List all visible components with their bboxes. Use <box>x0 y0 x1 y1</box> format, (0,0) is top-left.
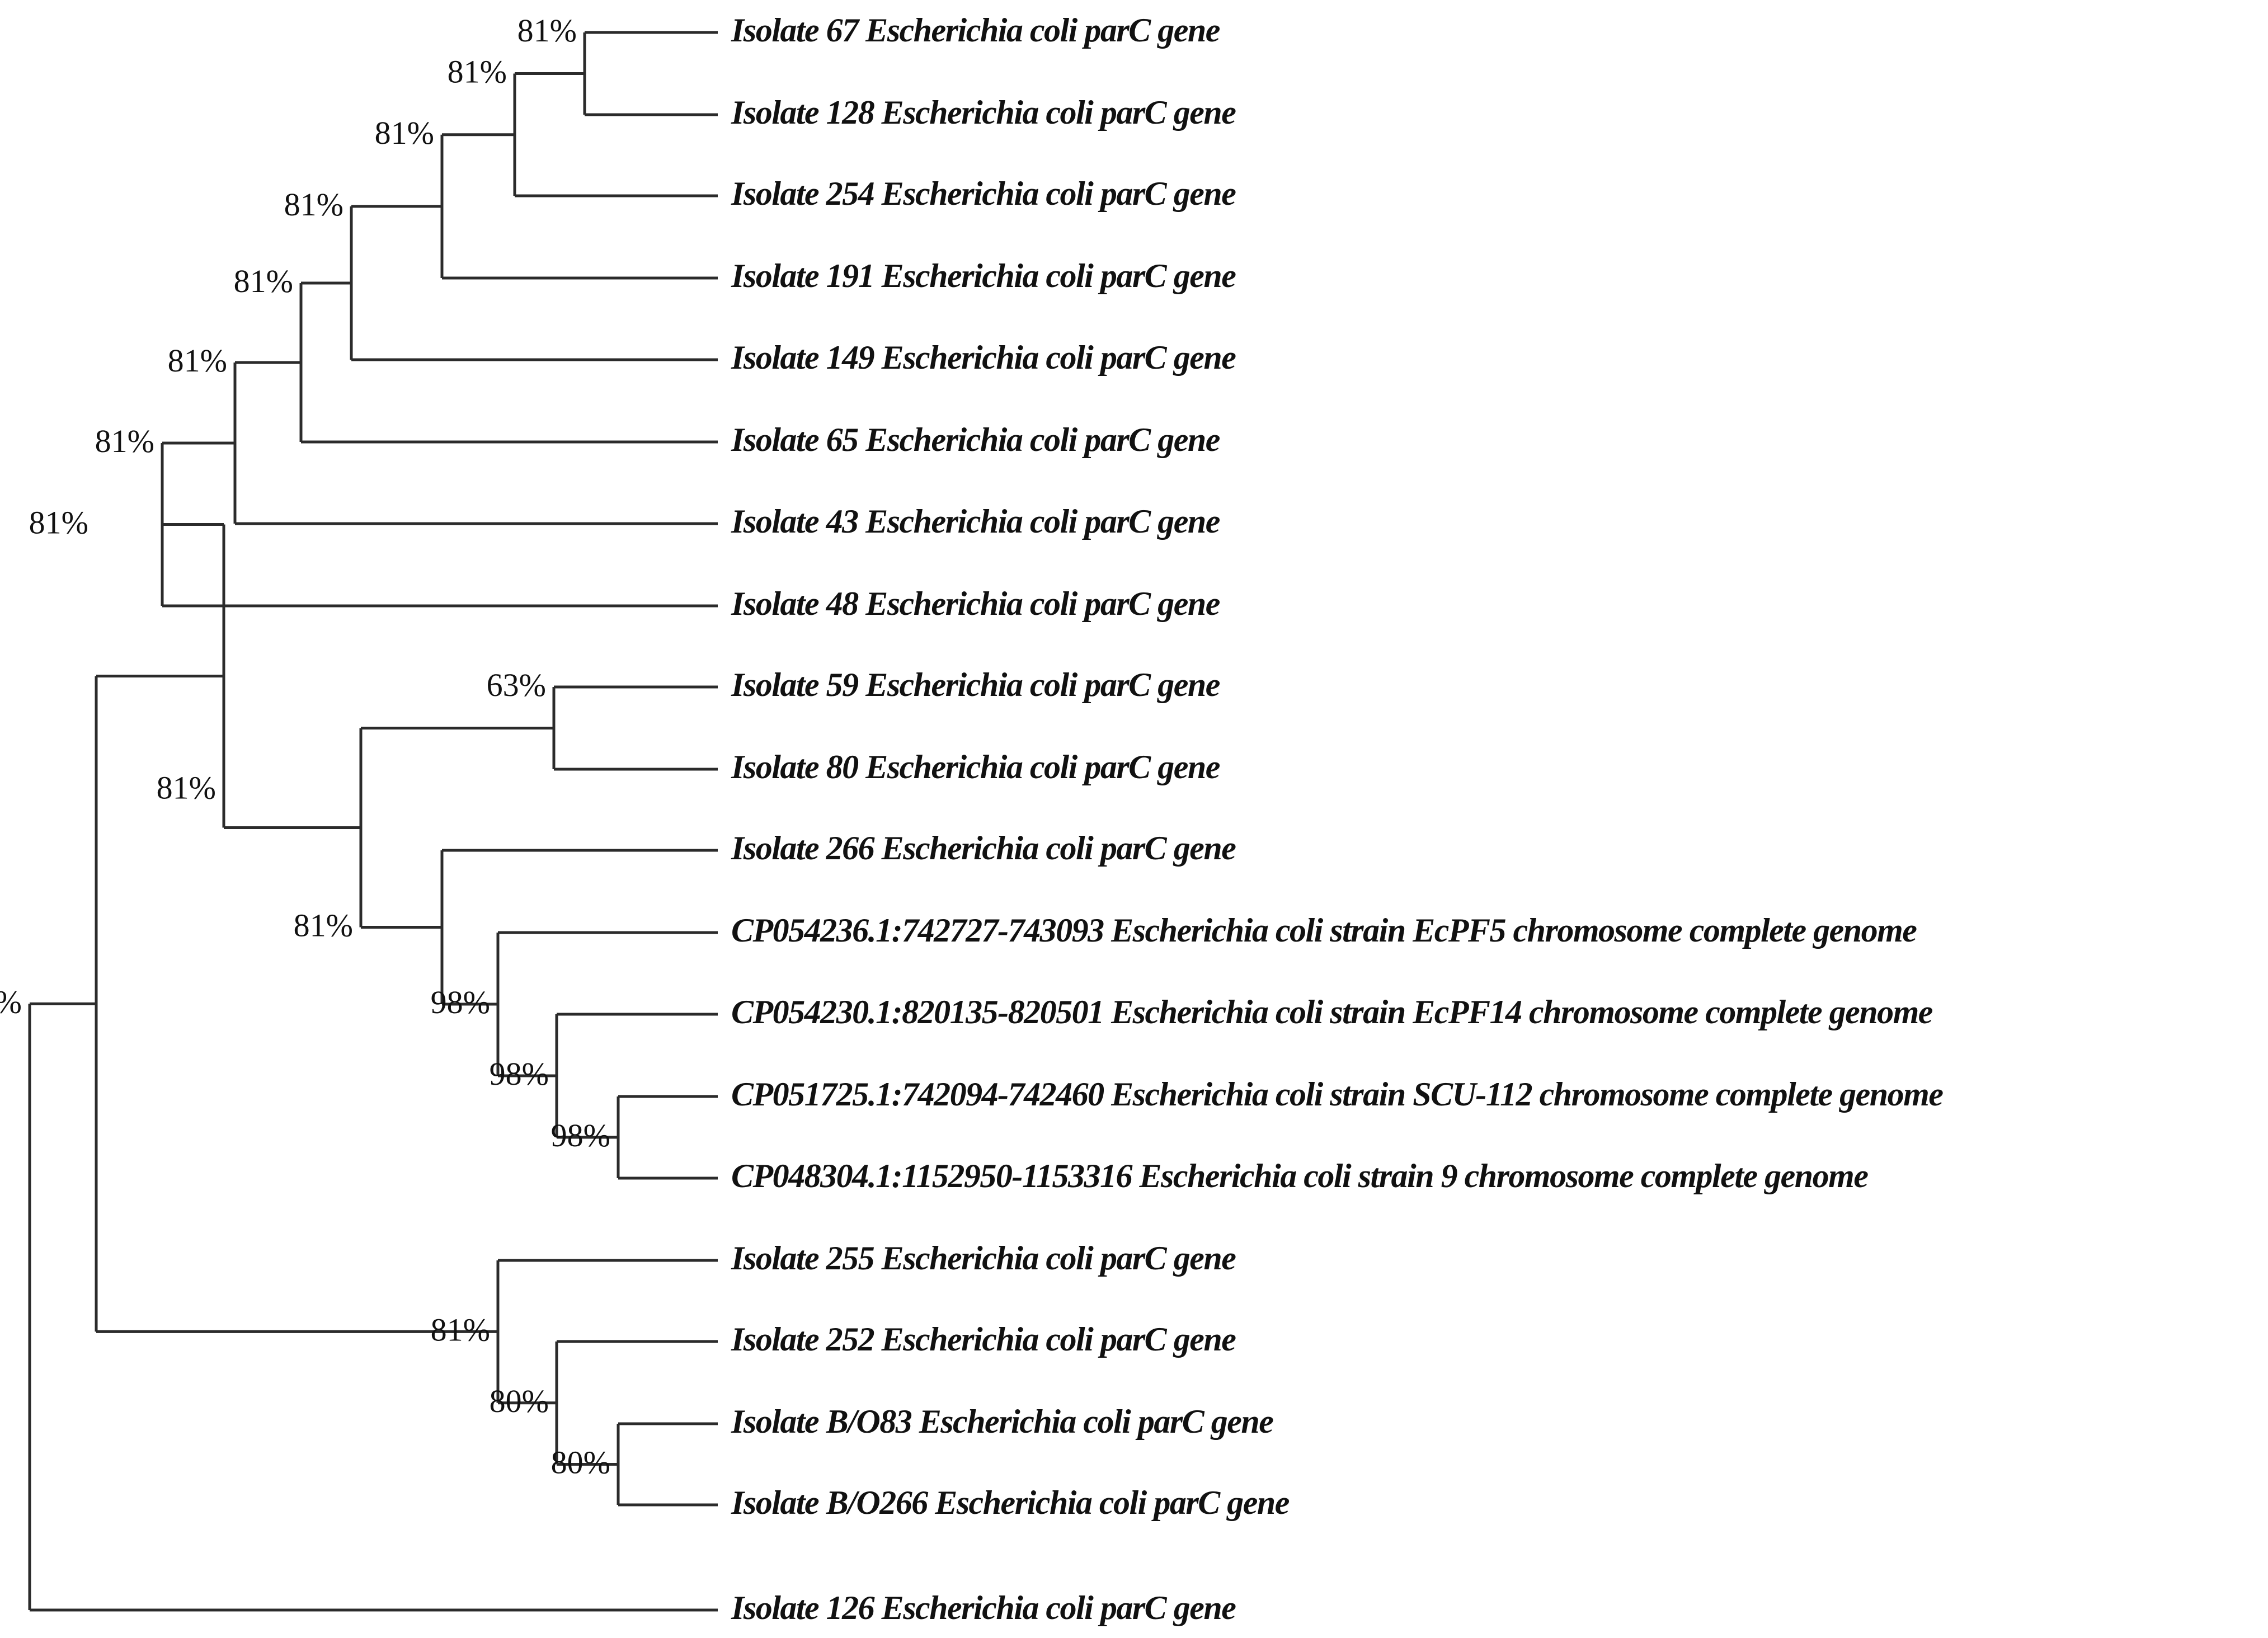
support-node-upper-c: 81% <box>234 263 293 299</box>
support-node-upper-e: 81% <box>375 115 434 151</box>
tip-label-17: Isolate B/O83 Escherichia coli parC gene <box>731 1403 1273 1440</box>
branch-lines <box>28 31 718 1612</box>
support-node-cp-b: 98% <box>490 1056 549 1092</box>
support-node-bottom-c: 80% <box>551 1444 610 1481</box>
tip-label-10: Isolate 266 Escherichia coli parC gene <box>731 830 1236 867</box>
tip-label-16: Isolate 252 Escherichia coli parC gene <box>731 1321 1236 1358</box>
tip-label-3: Isolate 191 Escherichia coli parC gene <box>731 257 1236 294</box>
support-node-upper-b: 81% <box>168 342 227 379</box>
support-node-upper-d: 81% <box>284 186 344 223</box>
tip-label-8: Isolate 59 Escherichia coli parC gene <box>731 666 1220 703</box>
support-node-bottom-a: 81% <box>431 1311 490 1348</box>
support-node-mid-b: 81% <box>294 907 353 944</box>
support-node-bottom-b: 80% <box>490 1383 549 1419</box>
tip-label-11: CP054236.1:742727-743093 Escherichia col… <box>731 912 1917 949</box>
support-node-root: 81% <box>0 983 22 1020</box>
tip-labels: Isolate 67 Escherichia coli parC geneIso… <box>731 12 1944 1626</box>
support-node-upper-f: 81% <box>448 54 507 90</box>
support-node-cp-a: 98% <box>431 984 490 1020</box>
tip-label-13: CP051725.1:742094-742460 Escherichia col… <box>731 1076 1943 1113</box>
tip-label-18: Isolate B/O266 Escherichia coli parC gen… <box>731 1484 1290 1521</box>
tip-label-2: Isolate 254 Escherichia coli parC gene <box>731 175 1236 212</box>
tip-label-14: CP048304.1:1152950-1153316 Escherichia c… <box>731 1157 1868 1194</box>
tip-label-9: Isolate 80 Escherichia coli parC gene <box>731 749 1220 785</box>
support-node-main: 81% <box>29 504 88 540</box>
tip-label-4: Isolate 149 Escherichia coli parC gene <box>731 339 1236 376</box>
support-node-cp-c: 98% <box>551 1117 610 1154</box>
support-node-pair-59-80: 63% <box>487 667 546 703</box>
support-node-mid: 81% <box>157 770 216 806</box>
tip-label-7: Isolate 48 Escherichia coli parC gene <box>731 585 1220 622</box>
tip-label-1: Isolate 128 Escherichia coli parC gene <box>731 94 1236 131</box>
tip-label-12: CP054230.1:820135-820501 Escherichia col… <box>731 994 1933 1030</box>
support-node-pair-67-128: 81% <box>517 12 577 49</box>
tip-label-15: Isolate 255 Escherichia coli parC gene <box>731 1240 1236 1277</box>
support-value-labels: 81%81%81%81%81%81%81%81%63%81%81%98%98%9… <box>0 12 610 1481</box>
support-node-upper-a: 81% <box>95 423 154 459</box>
tip-label-0: Isolate 67 Escherichia coli parC gene <box>731 12 1220 49</box>
tip-label-19: Isolate 126 Escherichia coli parC gene <box>731 1589 1236 1626</box>
tip-label-6: Isolate 43 Escherichia coli parC gene <box>731 503 1220 540</box>
tip-label-5: Isolate 65 Escherichia coli parC gene <box>731 421 1220 458</box>
